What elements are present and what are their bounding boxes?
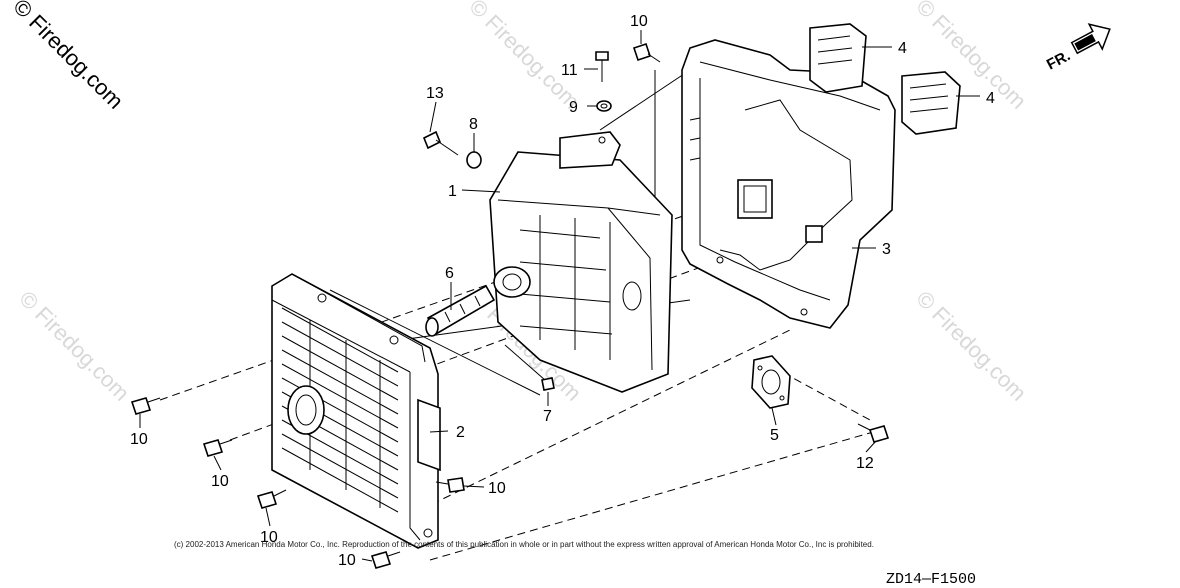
part-10-bolt-mid (202, 439, 233, 457)
callout-labels: 1 2 3 4 4 5 6 7 8 9 10 10 10 10 10 10 11… (130, 13, 995, 569)
callout-10e: 10 (488, 480, 506, 497)
part-2-front-protector (271, 273, 441, 549)
callout-10a: 10 (630, 13, 648, 30)
part-7-bolt (541, 377, 555, 391)
callout-1: 1 (448, 183, 457, 200)
part-10-bolt-left (130, 397, 161, 415)
callout-11: 11 (561, 62, 578, 79)
part-1-muffler (489, 131, 673, 393)
leader-lines (139, 30, 980, 562)
part-10-bolt-right (435, 477, 465, 493)
part-10-bolt-low (256, 489, 287, 509)
part-8-collar (466, 151, 482, 169)
part-9-washer (596, 100, 612, 112)
part-4-cover-b (901, 71, 961, 135)
callout-6: 6 (445, 265, 454, 282)
callout-10d: 10 (260, 529, 278, 546)
part-11-bolt (595, 51, 609, 82)
callout-13: 13 (426, 85, 444, 102)
part-3-protector (681, 39, 896, 329)
callout-10f: 10 (338, 552, 356, 569)
faint-watermark-1: © Firedog.com (464, 0, 584, 114)
callout-3: 3 (882, 241, 891, 258)
callout-4a: 4 (898, 40, 907, 57)
callout-10b: 10 (130, 431, 148, 448)
front-protector-louvers (281, 307, 399, 513)
part-10-bolt-bottom (370, 551, 401, 569)
part-5-gasket (751, 355, 791, 409)
part-6-tail-pipe (425, 284, 496, 337)
callout-7: 7 (543, 408, 552, 425)
callout-9: 9 (569, 99, 578, 116)
copyright-notice: (c) 2002-2013 American Honda Motor Co., … (174, 540, 874, 549)
callout-10c: 10 (211, 473, 229, 490)
faint-watermark-5: © Firedog.com (911, 286, 1031, 406)
part-13-bolt (422, 130, 459, 156)
callout-12: 12 (856, 455, 874, 472)
part-12-bolt (857, 423, 890, 443)
front-direction-indicator: FR. (1044, 23, 1111, 74)
faint-watermark-3: © Firedog.com (14, 286, 134, 406)
callout-2: 2 (456, 424, 465, 441)
callout-5: 5 (770, 427, 779, 444)
callout-4b: 4 (986, 90, 995, 107)
callout-8: 8 (469, 116, 478, 133)
diagram-code: ZD14—F1500 (886, 571, 976, 588)
part-10-bolt-top (632, 42, 661, 63)
fasteners (130, 42, 890, 569)
part-4-cover-a (809, 23, 867, 93)
main-watermark: © Firedog.com (8, 0, 128, 114)
front-label: FR. (1044, 47, 1073, 73)
